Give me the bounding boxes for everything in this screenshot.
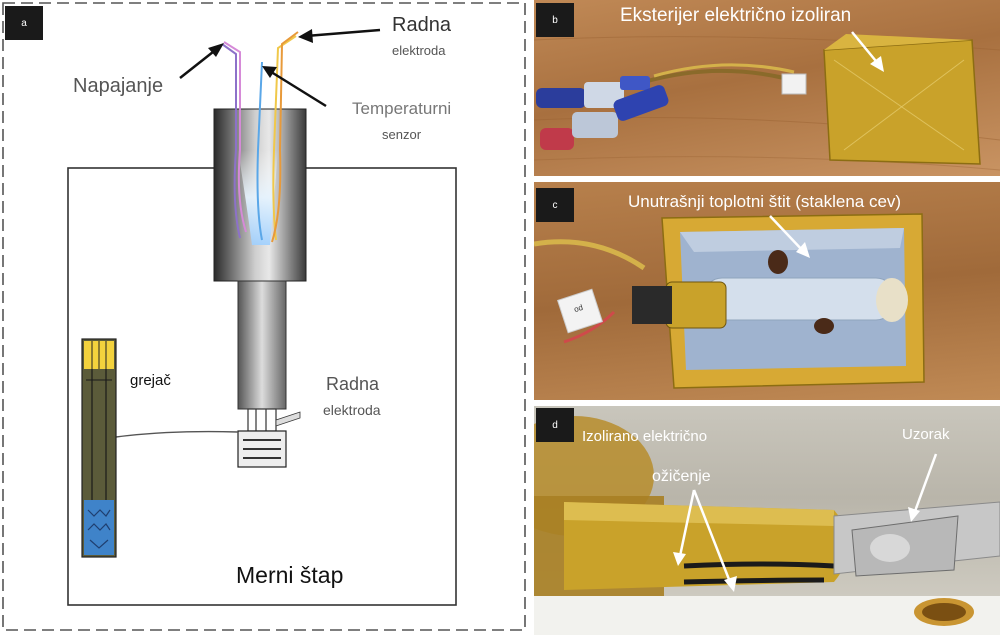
panel-c-tag: c <box>536 188 574 222</box>
caption-uzorak: Uzorak <box>902 426 950 443</box>
panel-c-photo: c Unutrašnji toplotni štit (staklena cev… <box>534 182 1000 400</box>
panel-b-scene <box>534 31 1000 171</box>
panel-a-border <box>2 2 526 631</box>
panel-c-scene <box>534 213 925 389</box>
electrode-clip <box>247 408 277 432</box>
arrow-power <box>179 47 219 79</box>
label-napajanje: Napajanje <box>73 75 164 97</box>
caption-ozicenje: ožičenje <box>652 468 711 485</box>
label-radna-mid: Radna <box>326 374 380 394</box>
panel-b-photo: b Eksterijer električno izoliran <box>534 0 1000 176</box>
panel-b-tag: b <box>536 3 574 37</box>
label-senzor: senzor <box>382 127 422 142</box>
wire-pink <box>223 41 247 233</box>
label-radna-top: Radna <box>392 14 451 36</box>
label-elektroda-mid: elektroda <box>323 402 381 418</box>
panel-a-diagram <box>2 2 526 631</box>
wire-blue <box>256 61 263 241</box>
panel-a-tag: a <box>5 6 43 40</box>
label-merni-stap: Merni štap <box>236 562 344 588</box>
arrow-temp <box>267 68 327 108</box>
arrow-radna-top <box>305 28 381 38</box>
panel-a: a Napajanje Radna elektroda Temperaturni… <box>2 2 526 631</box>
label-temperaturni: Temperaturni <box>352 99 452 118</box>
caption-toplotni-stit: Unutrašnji toplotni štit (staklena cev) <box>628 192 902 211</box>
label-elektroda-top: elektroda <box>392 43 446 58</box>
caption-eksterijer: Eksterijer električno izoliran <box>620 5 852 26</box>
panel-d-tag: d <box>536 408 574 442</box>
panel-d-scene <box>534 416 1000 635</box>
wire-purple <box>221 43 241 239</box>
measuring-rod <box>237 280 287 410</box>
label-grejac: grejač <box>130 372 171 389</box>
wire-orange <box>271 31 299 243</box>
panel-d-photo: d Izolirano električno ožičenje Uzorak <box>534 406 1000 635</box>
caption-izolirano: Izolirano električno <box>582 428 708 445</box>
heater-cable <box>115 430 239 438</box>
